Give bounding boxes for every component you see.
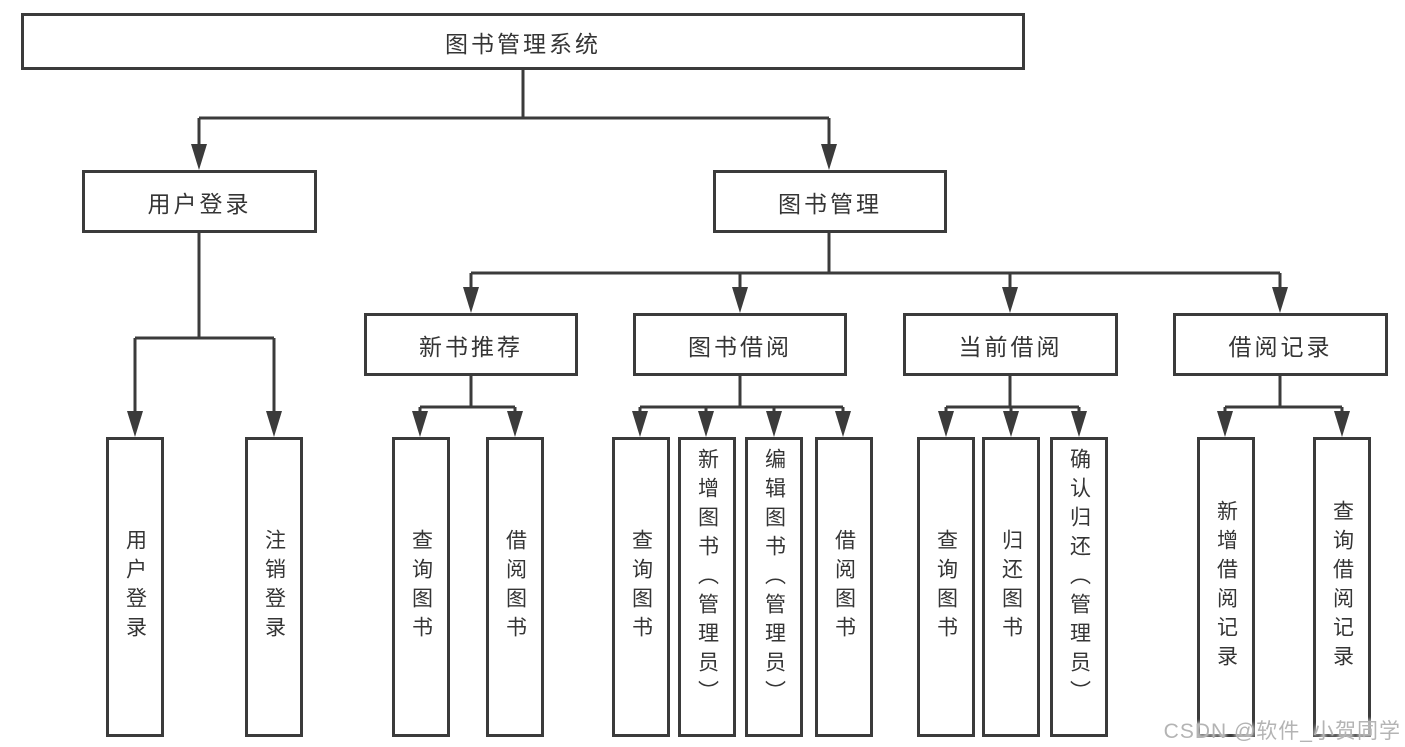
arrow-down-icon [266, 411, 282, 437]
leaf-query-borrow-record: 查询借阅记录 [1313, 437, 1371, 737]
node-label: 新书推荐 [419, 333, 523, 360]
arrow-down-icon [1334, 411, 1350, 437]
arrow-down-icon [1002, 287, 1018, 313]
arrow-down-icon [732, 287, 748, 313]
leaf-label: 编辑图书（管理员） [762, 448, 786, 709]
leaf-label: 确认归还（管理员） [1067, 448, 1091, 709]
arrow-down-icon [698, 411, 714, 437]
node-label: 借阅记录 [1228, 333, 1333, 360]
arrow-down-icon [1003, 411, 1019, 437]
node-current-borrow: 当前借阅 [903, 313, 1118, 376]
arrow-down-icon [632, 411, 648, 437]
arrow-down-icon [766, 411, 782, 437]
leaf-label: 查询图书 [629, 529, 653, 645]
arrowheads [127, 144, 1350, 437]
arrow-down-icon [835, 411, 851, 437]
leaf-user-login: 用户登录 [106, 437, 164, 737]
node-book-management: 图书管理 [713, 170, 947, 233]
leaf-label: 借阅图书 [503, 529, 527, 645]
arrow-down-icon [463, 287, 479, 313]
arrow-down-icon [191, 144, 207, 170]
leaf-return-books: 归还图书 [982, 437, 1040, 737]
leaf-label: 查询图书 [934, 529, 958, 645]
arrow-down-icon [1217, 411, 1233, 437]
node-new-book-recommend: 新书推荐 [364, 313, 578, 376]
node-label: 当前借阅 [958, 333, 1063, 360]
leaf-query-books-2: 查询图书 [612, 437, 670, 737]
node-label: 图书借阅 [688, 333, 792, 360]
leaf-edit-books-admin: 编辑图书（管理员） [745, 437, 803, 737]
node-book-borrow: 图书借阅 [633, 313, 847, 376]
leaf-borrow-books-2: 借阅图书 [815, 437, 873, 737]
node-label: 用户登录 [147, 190, 252, 217]
node-borrow-records: 借阅记录 [1173, 313, 1388, 376]
node-library-system: 图书管理系统 [21, 13, 1025, 70]
leaf-add-borrow-record: 新增借阅记录 [1197, 437, 1255, 737]
leaf-label: 归还图书 [999, 529, 1023, 645]
leaf-label: 查询图书 [409, 529, 433, 645]
arrow-down-icon [1272, 287, 1288, 313]
leaf-confirm-return-admin: 确认归还（管理员） [1050, 437, 1108, 737]
arrow-down-icon [938, 411, 954, 437]
leaf-add-books-admin: 新增图书（管理员） [678, 437, 736, 737]
leaf-query-books-1: 查询图书 [392, 437, 450, 737]
arrow-down-icon [507, 411, 523, 437]
csdn-watermark: CSDN @软件_小贺同学 [1163, 720, 1401, 743]
node-label: 图书管理 [778, 190, 882, 217]
leaf-borrow-books-1: 借阅图书 [486, 437, 544, 737]
leaf-label: 借阅图书 [832, 529, 856, 645]
arrow-down-icon [412, 411, 428, 437]
leaf-label: 查询借阅记录 [1330, 500, 1354, 674]
leaf-label: 新增图书（管理员） [695, 448, 719, 709]
node-label: 图书管理系统 [445, 30, 601, 57]
node-user-login: 用户登录 [82, 170, 317, 233]
leaf-logout: 注销登录 [245, 437, 303, 737]
leaf-label: 注销登录 [262, 529, 286, 645]
arrow-down-icon [1071, 411, 1087, 437]
leaf-label: 用户登录 [123, 529, 147, 645]
arrow-down-icon [127, 411, 143, 437]
leaf-query-books-3: 查询图书 [917, 437, 975, 737]
arrow-down-icon [821, 144, 837, 170]
leaf-label: 新增借阅记录 [1214, 500, 1238, 674]
